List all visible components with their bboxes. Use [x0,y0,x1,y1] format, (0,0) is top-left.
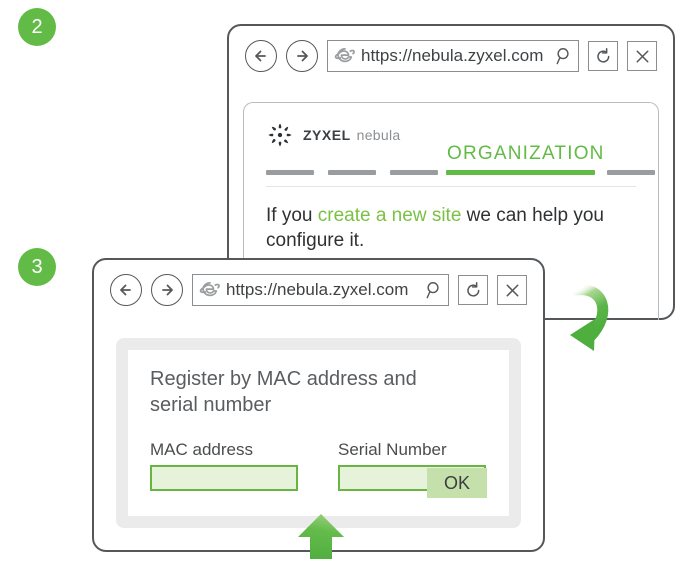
back-button[interactable] [110,274,142,306]
step-badge-2: 2 [18,8,56,46]
mac-address-label: MAC address [150,440,253,459]
sentence-after: we can help you configure it. [266,205,604,252]
nav-dash-2[interactable] [328,170,376,175]
nav-dash-3[interactable] [390,170,438,175]
create-new-site-link[interactable]: create a new site [317,205,462,226]
address-bar[interactable]: https://nebula.zyxel.com [327,40,579,72]
internet-explorer-icon [199,281,220,297]
reload-icon [596,47,609,63]
url-text: https://nebula.zyxel.com [361,46,544,65]
zyxel-pinwheel-icon [268,123,292,147]
brand-name: ZYXEL [303,127,351,143]
address-bar[interactable]: https://nebula.zyxel.com [192,274,449,306]
arrow-up-icon [298,514,344,559]
dialog-fields: MAC address Serial Number [150,440,487,491]
reload-button[interactable] [458,275,488,305]
curved-arrow-down-left-icon [570,284,609,351]
browser-toolbar-bottom: https://nebula.zyxel.com [94,260,543,314]
nav-item-organization[interactable]: ORGANIZATION [447,143,605,164]
step-badge-3: 3 [18,248,56,286]
ok-button[interactable]: OK [426,467,487,498]
url-text: https://nebula.zyxel.com [226,280,409,299]
serial-number-label: Serial Number [338,440,447,459]
forward-button[interactable] [286,40,318,72]
reload-button[interactable] [588,41,618,71]
mac-address-field-group: MAC address [150,440,298,491]
back-button[interactable] [245,40,277,72]
register-dialog-panel: Register by MAC address and serial numbe… [116,338,521,528]
reload-icon [466,281,479,297]
brand-product: nebula [356,127,401,143]
dialog-title: Register by MAC address and serial numbe… [150,368,417,416]
arrow-left-icon [255,50,266,62]
arrow-right-icon [297,50,308,62]
browser-toolbar-top: https://nebula.zyxel.com [229,26,673,80]
close-icon [506,284,518,296]
close-button[interactable] [627,41,657,71]
nav-strip: ORGANIZATION [266,143,655,187]
step-badge-2-number: 2 [31,16,43,38]
internet-explorer-icon [334,47,355,63]
nav-active-underline [446,170,595,175]
magnifier-icon[interactable] [425,281,442,300]
forward-button[interactable] [151,274,183,306]
register-dialog: Register by MAC address and serial numbe… [128,350,509,516]
arrow-right-icon [162,284,173,296]
sentence-before: If you [266,205,318,226]
close-icon [636,50,648,62]
close-button[interactable] [497,275,527,305]
magnifier-icon[interactable] [555,47,572,66]
nav-dash-5[interactable] [607,170,655,175]
arrow-left-icon [120,284,131,296]
browser-window-register: https://nebula.zyxel.com Register by MAC… [92,258,545,552]
page-sentence: If you create a new site we can help you… [266,203,636,253]
nav-dash-1[interactable] [266,170,314,175]
mac-address-input[interactable] [150,465,298,491]
step-badge-3-number: 3 [31,256,43,278]
nav-baseline [266,185,636,187]
nebula-page-card: ZYXEL nebula ORGANIZATION If you create … [243,102,659,320]
brand-row: ZYXEL nebula [266,121,636,149]
